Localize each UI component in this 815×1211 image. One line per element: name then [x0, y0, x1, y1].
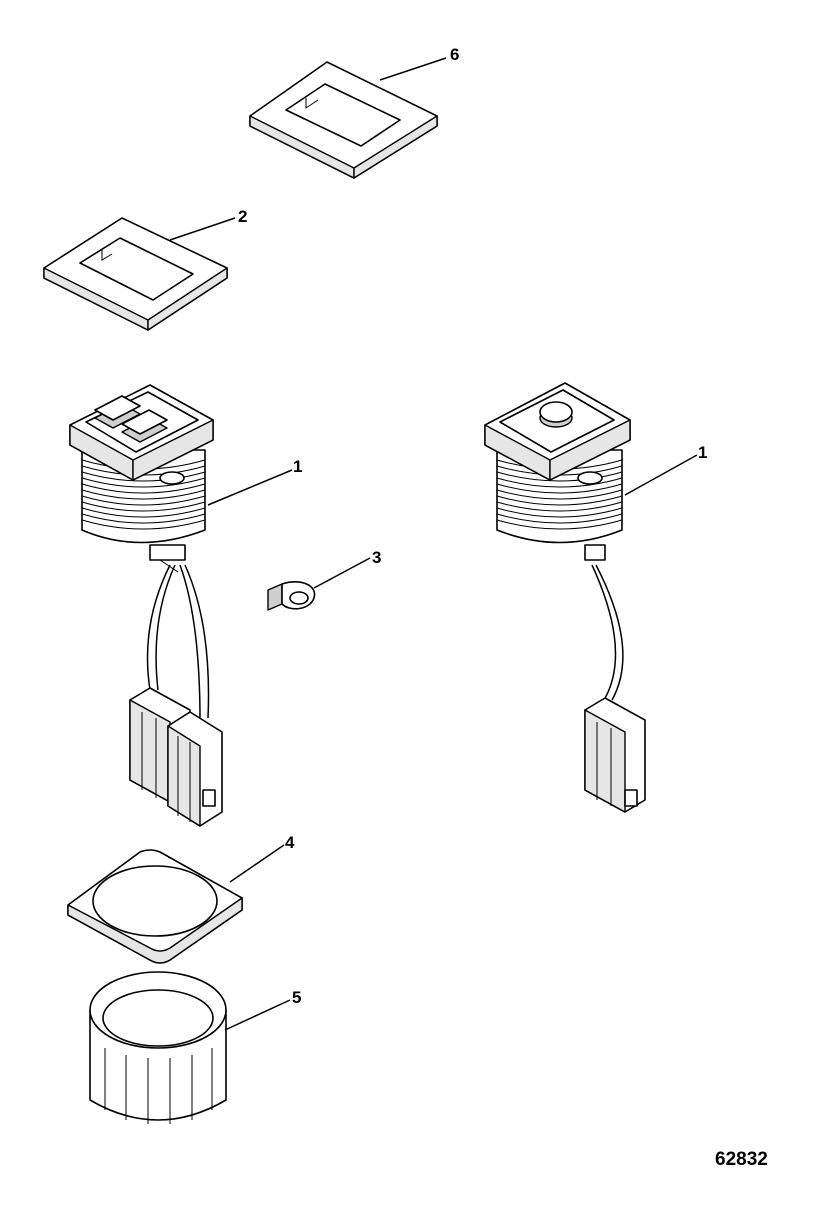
callout-2: 2	[238, 207, 247, 226]
gasket-icon	[67, 844, 285, 964]
callout-4: 4	[285, 833, 295, 852]
callout-1-left: 1	[293, 457, 302, 476]
switch-dual-button-icon	[69, 384, 223, 827]
callout-5: 5	[292, 988, 301, 1007]
bezel-small-icon	[43, 217, 236, 331]
switch-single-button-icon	[484, 382, 646, 813]
callout-3: 3	[372, 548, 381, 567]
figure-number: 62832	[715, 1149, 768, 1170]
bezel-large-icon	[249, 57, 447, 179]
clip-icon	[267, 557, 371, 611]
callout-1-right: 1	[698, 443, 707, 462]
nut-icon	[89, 971, 291, 1124]
callout-6: 6	[450, 45, 459, 64]
